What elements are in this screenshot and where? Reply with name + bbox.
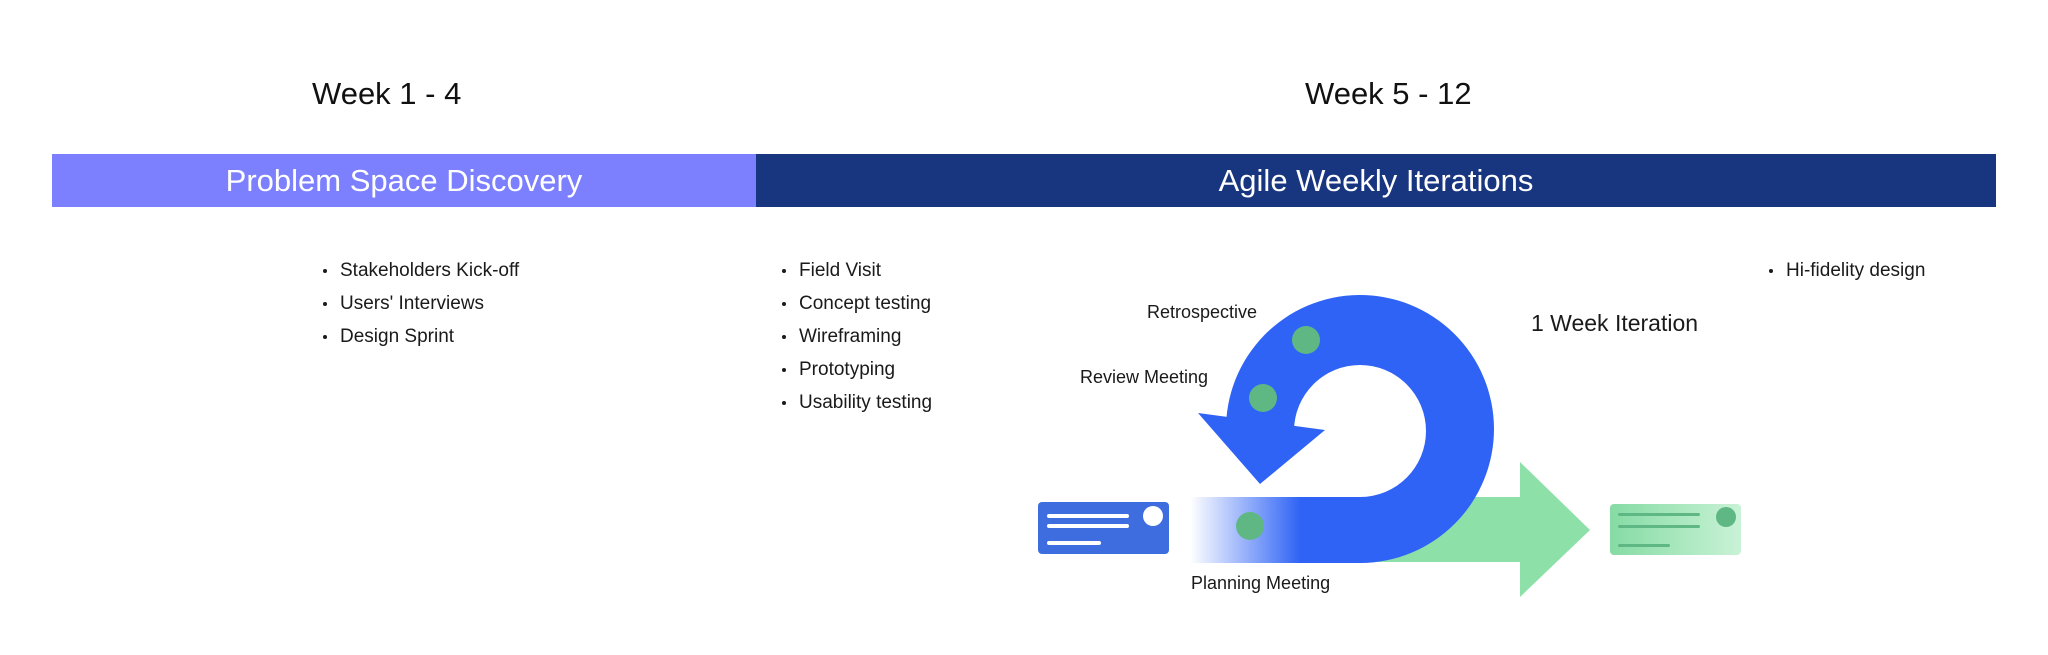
output-activity-list: Hi-fidelity design: [1769, 254, 1925, 287]
list-item: Wireframing: [782, 320, 932, 353]
planning-marker-icon: [1236, 512, 1264, 540]
retrospective-marker-icon: [1292, 326, 1320, 354]
list-item: Design Sprint: [323, 320, 519, 353]
review-meeting-label: Review Meeting: [1080, 367, 1209, 387]
phase-discovery-label: Problem Space Discovery: [225, 162, 583, 198]
deliverable-card-icon: [1610, 504, 1741, 555]
agile-activity-list: Field Visit Concept testing Wireframing …: [782, 254, 932, 419]
phase-discovery-bar: Problem Space Discovery: [52, 154, 756, 207]
list-item: Users' Interviews: [323, 287, 519, 320]
discovery-activity-list: Stakeholders Kick-off Users' Interviews …: [323, 254, 519, 353]
backlog-card-icon: [1038, 502, 1169, 554]
phase-agile-label: Agile Weekly Iterations: [1218, 162, 1534, 198]
week-label-right: Week 5 - 12: [1305, 76, 1472, 111]
retrospective-label: Retrospective: [1147, 302, 1258, 322]
circular-arrow-icon: [1190, 294, 1494, 563]
planning-meeting-label: Planning Meeting: [1191, 573, 1331, 593]
phase-agile-bar: Agile Weekly Iterations: [756, 154, 1996, 207]
list-item: Hi-fidelity design: [1769, 254, 1925, 287]
list-item: Stakeholders Kick-off: [323, 254, 519, 287]
list-item: Usability testing: [782, 386, 932, 419]
list-item: Prototyping: [782, 353, 932, 386]
iteration-label: 1 Week Iteration: [1531, 310, 1699, 336]
list-item: Concept testing: [782, 287, 932, 320]
week-label-left: Week 1 - 4: [312, 76, 462, 111]
list-item: Field Visit: [782, 254, 932, 287]
review-marker-icon: [1249, 384, 1277, 412]
